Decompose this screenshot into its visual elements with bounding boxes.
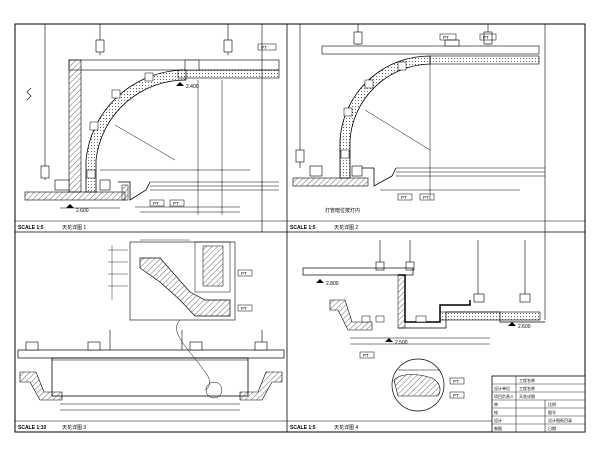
title-block-value: 设计图纸目录 [548,417,572,423]
panel-detail-3: PT PT SCALE 1:10 天花详图 3 [15,239,287,431]
panel-title: 天花详图 1 [62,224,86,231]
panel-note: 灯管暗位按灯内 [325,207,360,214]
panel-scale: SCALE 1:5 [290,425,316,431]
material-tag: PT [241,271,247,276]
elevation-label: 2.800 [326,281,339,287]
elevation-label: 2.600 [518,324,531,330]
material-tag: PT [423,195,429,200]
material-tag: PT [443,35,449,40]
panel-scale: SCALE 1:5 [290,225,316,231]
title-block-value: 工程名称 [519,385,535,391]
title-block-label: 审 [494,401,498,407]
panel-scale: SCALE 1:5 [18,225,44,231]
panel-scale: SCALE 1:10 [18,425,47,431]
material-tag: PT [173,201,179,206]
profile-detail-box [129,241,236,321]
material-tag: PT [401,195,407,200]
panel-detail-1: 2.400 2.600 PT PT PT SCALE 1:5 天花详图 1 [15,24,287,232]
elevation-label: 2.400 [186,84,199,90]
material-tag: PT [261,45,267,50]
title-block-label: 制图 [494,425,502,431]
material-tag: PT [483,35,489,40]
elevation-label: 2.600 [76,208,89,214]
material-tag: PT [241,306,247,311]
panel-detail-2: PT PT PT PT 灯管暗位按灯内 SCALE 1:5 天花详图 2 [287,24,585,232]
material-tag: PT [453,393,459,398]
title-block: 工程名称 设计单位 工程名称 项目负责人 天花详图 审 比例 校 图号 设计 设… [491,375,586,433]
title-block-value: 图号 [548,409,556,415]
title-block-label: 设计单位 [494,385,510,391]
title-block-value: 天花详图 [519,393,535,399]
title-block-value: 日期 [548,425,556,431]
elevation-label: 2.500 [395,340,408,346]
magnified-detail [391,358,445,412]
material-tag: PT [363,353,369,358]
title-block-label: 设计 [494,417,502,423]
title-block-value: 工程名称 [519,377,535,383]
title-block-value: 比例 [548,401,556,407]
title-block-label: 校 [494,409,498,415]
panel-title: 天花详图 2 [334,224,358,231]
panel-title: 天花详图 3 [62,424,86,431]
material-tag: PT [453,379,459,384]
material-tag: PT [153,201,159,206]
title-block-label: 项目负责人 [494,393,514,399]
panel-title: 天花详图 4 [334,424,358,431]
panel-detail-4: 2.800 2.500 2.600 PT PT PT SCALE 1:5 天花详… [287,232,546,431]
